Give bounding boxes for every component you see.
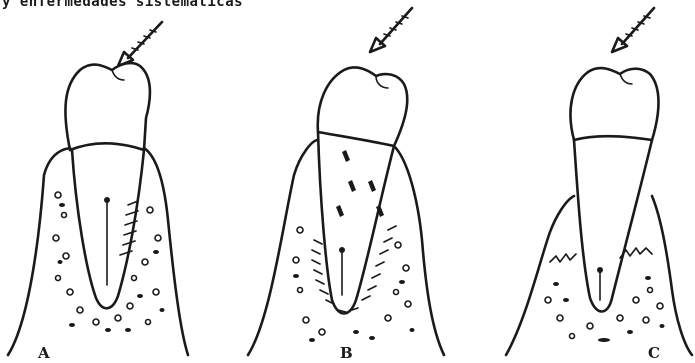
panel-c: C <box>506 8 692 362</box>
gingiva <box>8 148 70 355</box>
force-arrow-icon <box>370 8 412 52</box>
gingiva <box>506 196 574 355</box>
panel-label-c: C <box>648 344 660 362</box>
panel-b: B <box>248 8 444 362</box>
tooth-crown <box>570 68 658 140</box>
tooth-root <box>72 150 144 308</box>
panel-label-a: A <box>37 344 50 362</box>
tooth-root <box>318 132 394 314</box>
panel-label-b: B <box>340 344 353 362</box>
tooth-root <box>574 140 652 312</box>
panel-a: A <box>8 22 188 362</box>
force-arrow-icon <box>118 22 162 66</box>
force-arrow-icon <box>612 8 654 52</box>
tooth-crown <box>65 63 150 150</box>
